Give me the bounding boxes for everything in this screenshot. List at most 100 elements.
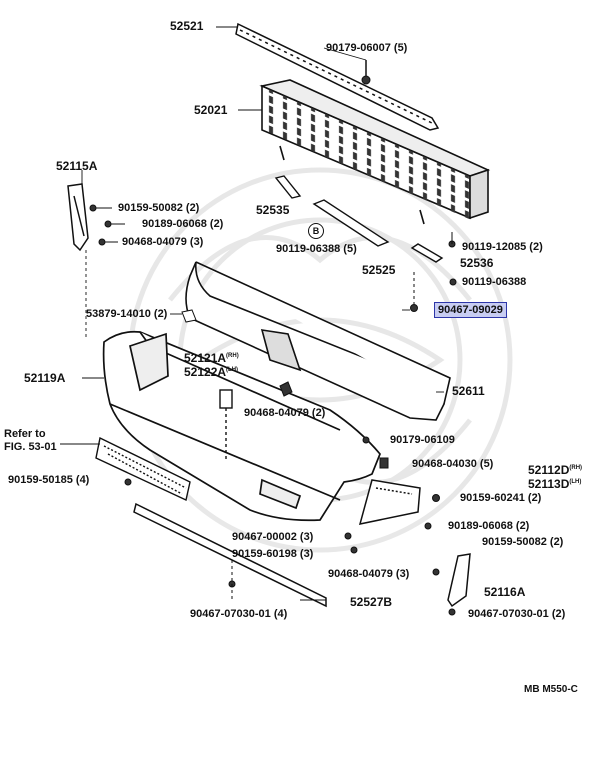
label-90467-00002: 90467-00002 (3) — [232, 531, 313, 543]
label-52521: 52521 — [170, 19, 204, 33]
part-52115A-bracket[interactable] — [67, 183, 89, 252]
bolt-90179-06007[interactable] — [361, 60, 371, 85]
quantity: (4) — [75, 474, 90, 486]
quantity: (5) — [393, 42, 408, 54]
quantity: (4) — [273, 608, 288, 620]
label-refer-fig[interactable]: FIG. 53-01 — [4, 441, 57, 453]
part-52112D-corner[interactable] — [358, 479, 421, 525]
part-52116A-bracket[interactable] — [447, 553, 471, 608]
label-90179-06007: 90179-06007 (5) — [326, 42, 407, 54]
label-90119-06388-a: 90119-06388 (5) — [276, 243, 357, 255]
fastener-set-center[interactable] — [228, 532, 358, 600]
part-52525-retainer[interactable] — [312, 199, 390, 247]
label-52122A: 52122A(LH) — [184, 364, 238, 378]
label-52535: 52535 — [256, 203, 290, 217]
part-number: 90159-50082 — [482, 536, 547, 548]
quantity: (3) — [189, 236, 204, 248]
quantity: (5) — [479, 458, 494, 470]
part-number: 90468-04079 — [122, 236, 187, 248]
label-90468-04079-a: 90468-04079 (3) — [122, 236, 203, 248]
quantity: (2) — [153, 308, 168, 320]
part-number: 90179-06007 — [326, 42, 391, 54]
quantity: (2) — [551, 608, 566, 620]
part-52021-beam[interactable] — [259, 79, 491, 225]
part-number: 90159-50185 — [8, 474, 73, 486]
label-90119-06388-b: 90119-06388 — [462, 276, 527, 288]
part-number: 90467-00002 — [232, 531, 297, 543]
quantity: (2) — [527, 492, 542, 504]
part-number: 90468-04030 — [412, 458, 477, 470]
part-number: 90159-50082 — [118, 202, 183, 214]
label-refer-to[interactable]: Refer to — [4, 428, 46, 440]
label-52021: 52021 — [194, 103, 228, 117]
quantity: (2) — [209, 218, 224, 230]
label-90467-07030-01-a: 90467-07030-01 (4) — [190, 608, 287, 620]
clip-set-left[interactable] — [89, 204, 125, 246]
part-lower-grille-left[interactable] — [95, 436, 191, 502]
part-number: 53879-14010 — [86, 308, 151, 320]
label-90189-06068-a: 90189-06068 (2) — [142, 218, 223, 230]
quantity: (2) — [185, 202, 200, 214]
part-number: 90159-60198 — [232, 548, 297, 560]
side-note: (LH) — [226, 367, 239, 373]
part-52121A-bracket[interactable] — [219, 389, 233, 460]
label-52116A: 52116A — [484, 585, 526, 599]
part-number: 52112D — [528, 463, 570, 477]
label-90159-60198: 90159-60198 (3) — [232, 548, 313, 560]
bolt-set-right[interactable] — [410, 232, 457, 312]
label-90468-04030: 90468-04030 (5) — [412, 458, 493, 470]
quantity: (3) — [299, 531, 314, 543]
part-52611-absorber[interactable] — [185, 261, 451, 421]
part-number: 90119-12085 — [462, 241, 527, 253]
label-53879-14010: 53879-14010 (2) — [86, 308, 167, 320]
part-number: 52113D — [528, 477, 570, 491]
label-52611: 52611 — [452, 384, 485, 398]
side-note: (RH) — [569, 465, 583, 471]
part-52536-pad[interactable] — [410, 243, 444, 263]
leader-lines — [60, 26, 444, 601]
label-90468-04079-b: 90468-04079 (2) — [244, 407, 325, 419]
clip-set-right-upper[interactable] — [362, 436, 440, 502]
clip-set-right-lower[interactable] — [424, 522, 456, 616]
quantity: (2) — [311, 407, 326, 419]
marker-b: B — [308, 223, 324, 239]
part-number: 90159-60241 — [460, 492, 525, 504]
part-number: 90468-04079 — [244, 407, 309, 419]
part-number: 90467-07030-01 — [468, 608, 549, 620]
label-90468-04079-c: 90468-04079 (3) — [328, 568, 409, 580]
part-number: 52121A — [184, 351, 227, 365]
part-number: 52122A — [184, 365, 227, 379]
label-52525: 52525 — [362, 263, 396, 277]
clip-53879-14010[interactable] — [181, 309, 197, 323]
label-90467-07030-01-b: 90467-07030-01 (2) — [468, 608, 565, 620]
part-number: 90468-04079 — [328, 568, 393, 580]
part-52119A-cover[interactable] — [102, 330, 381, 522]
label-90189-06068-b: 90189-06068 (2) — [448, 520, 529, 532]
part-number: 90467-07030-01 — [190, 608, 271, 620]
quantity: (2) — [515, 520, 530, 532]
label-90159-50082-b: 90159-50082 (2) — [482, 536, 563, 548]
side-note: (RH) — [226, 353, 239, 359]
quantity: (5) — [343, 243, 357, 255]
part-52535-pad[interactable] — [274, 175, 302, 199]
label-90159-60241: 90159-60241 (2) — [460, 492, 541, 504]
part-number: 90119-06388 — [276, 243, 341, 255]
label-90179-06109: 90179-06109 — [390, 434, 455, 446]
quantity: (2) — [549, 536, 564, 548]
label-90159-50185: 90159-50185 (4) — [8, 474, 89, 486]
part-52527B-strip[interactable] — [133, 502, 327, 608]
label-52536: 52536 — [460, 256, 494, 270]
label-90467-09029-highlighted[interactable]: 90467-09029 — [434, 302, 507, 318]
part-number: 90189-06068 — [448, 520, 513, 532]
label-52112D: 52112D(RH) — [528, 462, 582, 476]
bolt-90159-50185[interactable] — [124, 478, 132, 486]
part-52521-strip[interactable] — [235, 22, 440, 131]
clip-90468-04079-mid[interactable] — [279, 381, 293, 397]
label-52119A: 52119A — [24, 371, 66, 385]
label-90119-12085: 90119-12085 (2) — [462, 241, 543, 253]
label-52527B: 52527B — [350, 595, 393, 609]
quantity: (3) — [395, 568, 410, 580]
quantity: (3) — [299, 548, 314, 560]
label-52115A: 52115A — [56, 159, 98, 173]
